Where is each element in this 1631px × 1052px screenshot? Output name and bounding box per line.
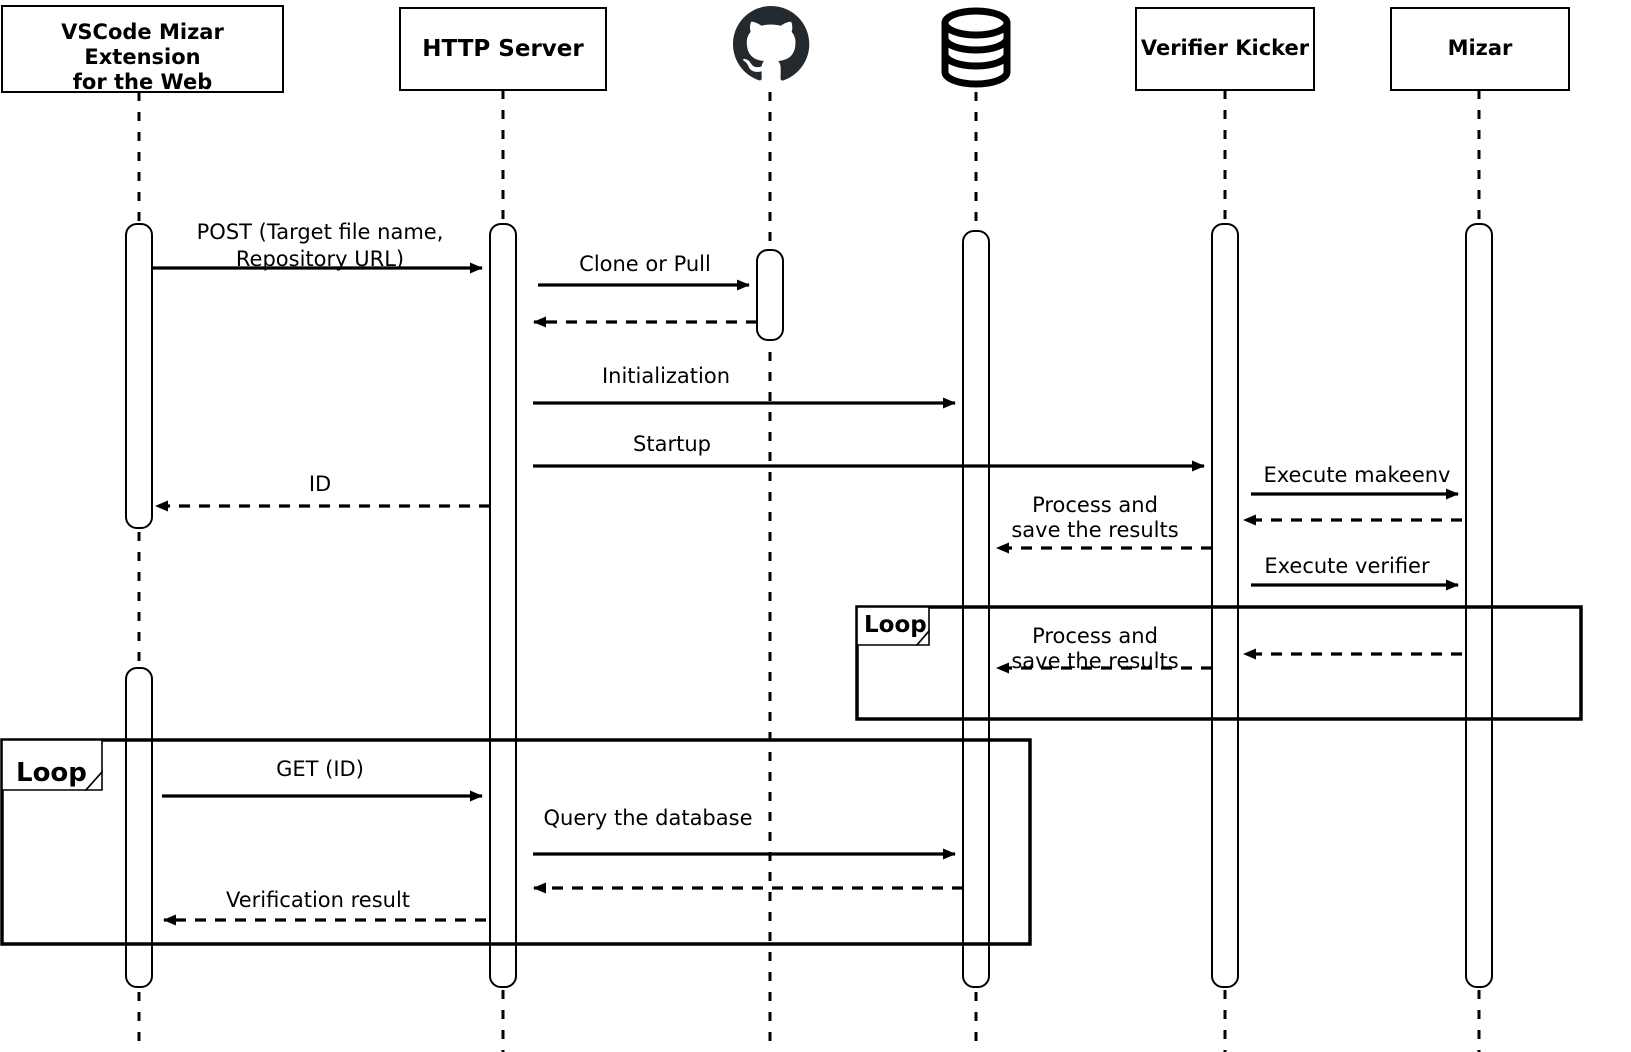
lifelines — [137, 90, 1481, 1052]
participant-kicker[interactable] — [1135, 7, 1315, 91]
participant-vscode[interactable] — [1, 5, 284, 93]
github-icon — [733, 6, 810, 81]
activation-database — [962, 230, 990, 988]
activation-vscode-1 — [125, 223, 153, 529]
activation-github — [756, 249, 784, 341]
messages — [152, 262, 1462, 926]
fragment-loop-polling — [0, 738, 1032, 946]
participant-http[interactable] — [399, 7, 607, 91]
participant-mizar[interactable] — [1390, 7, 1570, 91]
activation-vscode-2 — [125, 667, 153, 988]
database-icon — [941, 7, 1011, 88]
fragment-loop-verifier — [855, 605, 1583, 721]
activation-http — [489, 223, 517, 988]
